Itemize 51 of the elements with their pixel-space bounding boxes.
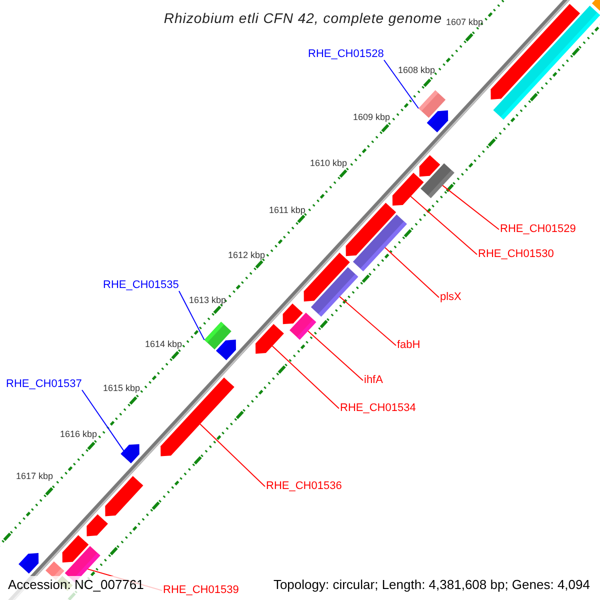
gene-feature <box>105 476 144 516</box>
tick-label: 1612 kbp <box>228 251 266 260</box>
leader-line <box>442 184 500 230</box>
leader-line <box>82 390 124 452</box>
gene-feature <box>120 444 140 464</box>
gene-feature <box>256 324 284 354</box>
gene-feature <box>304 252 350 302</box>
tick-label: 1610 kbp <box>310 159 348 168</box>
tick-label: 1613 kbp <box>189 296 226 305</box>
diagram-title: Rhizobium etli CFN 42, complete genome <box>164 11 442 25</box>
gene-label: RHE_CH01529 <box>500 224 576 235</box>
gene-label: plsX <box>440 292 462 303</box>
gene-feature <box>86 514 108 536</box>
gene-feature <box>216 340 236 360</box>
leader-line <box>384 247 440 298</box>
gene-feature <box>493 6 600 120</box>
tick-label: 1615 kbp <box>103 384 140 393</box>
gene-feature <box>346 202 396 256</box>
leader-line <box>200 424 266 487</box>
gene-label: RHE_CH01536 <box>266 481 342 492</box>
gene-label: RHE_CH01528 <box>308 49 384 60</box>
gene-feature <box>419 155 440 177</box>
leader-line <box>410 196 478 255</box>
leader-line <box>384 60 419 109</box>
gene-feature <box>426 110 448 132</box>
gene-feature <box>18 553 39 574</box>
gene-label: RHE_CH01534 <box>340 403 416 414</box>
leader-line <box>272 345 340 409</box>
genome-stats-text: Topology: circular; Length: 4,381,608 bp; Genes: 4,094 <box>273 578 590 591</box>
accession-text: Accession: NC_007761 <box>8 578 144 591</box>
tick-label: 1608 kbp <box>398 66 436 75</box>
leader-line <box>307 330 364 381</box>
gene-label: fabH <box>397 340 420 351</box>
gene-label: RHE_CH01539 <box>163 585 239 596</box>
gene-feature <box>62 535 89 563</box>
gene-feature <box>392 172 424 206</box>
gene-feature <box>282 304 303 324</box>
tick-label: 1611 kbp <box>269 206 306 215</box>
gene-label: RHE_CH01535 <box>103 280 179 291</box>
gene-label: ihfA <box>364 375 383 386</box>
tick-label: 1616 kbp <box>60 430 98 439</box>
leader-line <box>178 290 205 340</box>
tick-label: 1609 kbp <box>353 113 390 122</box>
gene-feature <box>592 0 600 13</box>
tick-label: 1607 kbp <box>446 18 484 27</box>
gene-label: RHE_CH01537 <box>6 379 82 390</box>
leader-line <box>339 296 396 346</box>
tick-label: 1617 kbp <box>16 472 54 481</box>
gene-label: RHE_CH01530 <box>478 249 554 260</box>
tick-label: 1614 kbp <box>145 340 182 349</box>
gene-feature <box>160 378 234 456</box>
